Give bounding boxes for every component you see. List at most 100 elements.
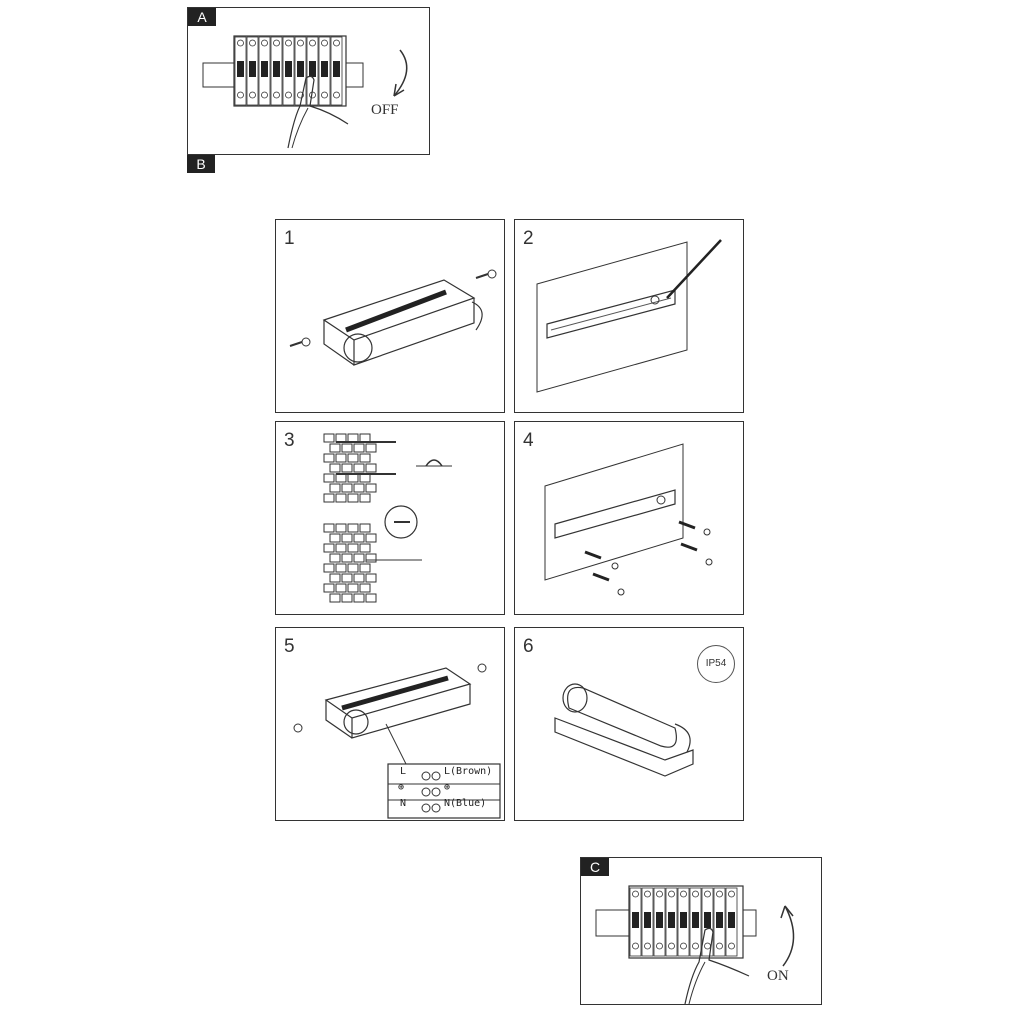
brick: [335, 473, 347, 483]
bracket-mounting-illustration: [544, 443, 713, 596]
step-number: 1: [284, 228, 295, 249]
breaker-screw: [704, 890, 711, 898]
brick: [359, 473, 371, 483]
breaker-toggle: [632, 912, 639, 928]
breaker-toggle: [668, 912, 675, 928]
brick: [359, 563, 371, 573]
brick: [323, 493, 335, 503]
breaker-screw: [309, 39, 316, 47]
breaker-toggle: [297, 61, 304, 77]
breaker-toggle: [261, 61, 268, 77]
breaker-screw: [237, 91, 244, 99]
breaker-screw: [656, 890, 663, 898]
breaker-screw: [644, 890, 651, 898]
brick: [323, 453, 335, 463]
brick: [335, 523, 347, 533]
breaker-toggle: [692, 912, 699, 928]
brick: [335, 543, 347, 553]
brick: [353, 573, 365, 583]
breaker-screw: [656, 942, 663, 950]
breaker-toggle: [644, 912, 651, 928]
brick: [359, 523, 371, 533]
breaker-screw: [261, 39, 268, 47]
brick: [365, 553, 377, 563]
brick: [329, 573, 341, 583]
brick: [347, 563, 359, 573]
step-5-panel: 5 L ⊕ N L(Brown) ⊕ N(Blue): [275, 627, 505, 821]
step-2-panel: 2: [514, 219, 744, 413]
breaker-screw: [297, 91, 304, 99]
brick: [341, 463, 353, 473]
installed-luminaire-illustration: [554, 683, 694, 777]
luminaire-disassembly-illustration: [289, 269, 497, 366]
brick: [365, 463, 377, 473]
brick: [323, 523, 335, 533]
breaker-screw: [237, 39, 244, 47]
breaker-screw: [273, 91, 280, 99]
breaker-screw: [728, 942, 735, 950]
brick: [353, 443, 365, 453]
step-3-panel: 3: [275, 421, 505, 615]
section-tag-a: A: [188, 8, 216, 26]
breaker-screw: [321, 39, 328, 47]
step-4-panel: 4: [514, 421, 744, 615]
breaker-toggle: [656, 912, 663, 928]
breaker-toggle: [716, 912, 723, 928]
panel-a-breaker-off: A OFF: [187, 7, 430, 155]
brick: [341, 593, 353, 603]
brick: [365, 573, 377, 583]
screw-icon: [617, 588, 625, 596]
breaker-screw: [716, 942, 723, 950]
step-number: 4: [523, 430, 534, 451]
panel-c-breaker-on: C ON: [580, 857, 822, 1005]
brick: [323, 473, 335, 483]
breaker-screw: [632, 890, 639, 898]
brick: [323, 433, 335, 443]
breaker-toggle: [333, 61, 340, 77]
brick: [329, 593, 341, 603]
breaker-toggle: [237, 61, 244, 77]
breaker-screw: [321, 91, 328, 99]
brick: [335, 433, 347, 443]
brick: [341, 573, 353, 583]
breaker-screw: [273, 39, 280, 47]
wall-marking-illustration: [536, 239, 722, 393]
brick: [353, 463, 365, 473]
brick: [359, 453, 371, 463]
brick: [335, 493, 347, 503]
step-number: 2: [523, 228, 534, 249]
breaker-screw: [249, 39, 256, 47]
brick: [365, 443, 377, 453]
screw-icon: [703, 528, 711, 536]
brick: [329, 463, 341, 473]
screw-icon: [475, 269, 497, 279]
earth-wire-label: ⊕: [444, 782, 450, 793]
screw-icon: [611, 562, 619, 570]
brick: [341, 443, 353, 453]
breaker-toggle: [321, 61, 328, 77]
breaker-screw: [692, 890, 699, 898]
brown-wire-label: L(Brown): [444, 766, 492, 777]
off-arrow-icon: [393, 49, 408, 97]
step-number: 6: [523, 636, 534, 657]
off-caption: OFF: [371, 102, 399, 118]
breaker-toggle: [680, 912, 687, 928]
step-number: 5: [284, 636, 295, 657]
breaker-screw: [285, 39, 292, 47]
breaker-screw: [285, 91, 292, 99]
brick: [347, 543, 359, 553]
breaker-panel-illustration: [595, 885, 795, 1004]
breaker-toggle: [704, 912, 711, 928]
brick: [323, 563, 335, 573]
on-caption: ON: [767, 968, 789, 984]
brick: [347, 583, 359, 593]
screw-icon: [289, 337, 311, 347]
brick: [359, 433, 371, 443]
brick: [347, 473, 359, 483]
pencil-icon: [666, 239, 722, 299]
breaker-toggle: [249, 61, 256, 77]
blue-wire-label: N(Blue): [444, 798, 486, 809]
wall-drilling-illustration: [323, 433, 452, 603]
brick: [359, 543, 371, 553]
brick: [335, 453, 347, 463]
